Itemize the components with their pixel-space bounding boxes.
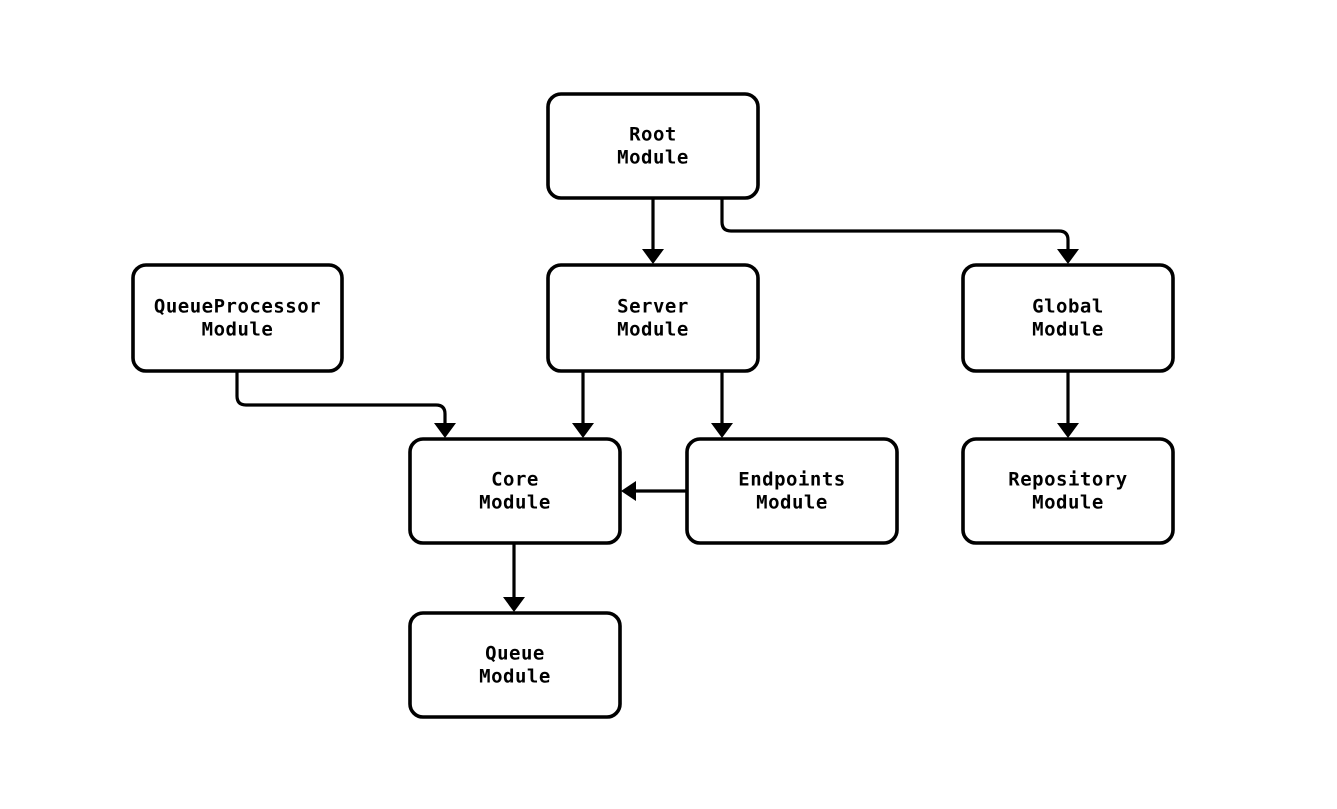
node-box[interactable] — [546, 263, 760, 373]
node-box[interactable] — [961, 263, 1175, 373]
node-label-line2: Module — [756, 492, 828, 514]
node-label-line1: Queue — [485, 643, 545, 665]
node-label-line2: Module — [1032, 319, 1104, 341]
arrowhead-icon — [503, 597, 525, 612]
node-label-line2: Module — [479, 666, 551, 688]
edge-root-to-server — [642, 198, 664, 264]
edge-line — [235, 371, 447, 426]
node-box[interactable] — [685, 437, 899, 545]
nodes-layer: RootModuleQueueProcessorModuleServerModu… — [131, 92, 1175, 719]
node-label-line2: Module — [202, 319, 274, 341]
edge-core-to-queue — [503, 543, 525, 612]
edge-server-to-endpoints — [711, 371, 733, 438]
edge-global-to-repository — [1057, 371, 1079, 438]
arrowhead-icon — [1057, 249, 1079, 264]
edges-layer — [235, 198, 1079, 612]
node-label-line1: Server — [617, 296, 689, 318]
node-label-line1: Root — [629, 124, 677, 146]
arrowhead-icon — [642, 249, 664, 264]
edge-line — [720, 198, 1070, 252]
arrowhead-icon — [621, 481, 636, 501]
arrowhead-icon — [434, 423, 456, 438]
edge-endpoints-to-core — [621, 481, 687, 501]
node-label-line1: Repository — [1008, 469, 1127, 491]
edge-queueprocessor-to-core — [235, 371, 456, 438]
arrowhead-icon — [711, 423, 733, 438]
node-box[interactable] — [131, 263, 344, 373]
node-label-line1: Endpoints — [738, 469, 845, 491]
node-label-line2: Module — [617, 147, 689, 169]
node-label-line1: QueueProcessor — [154, 296, 321, 318]
node-label-line1: Global — [1032, 296, 1104, 318]
node-label-line2: Module — [617, 319, 689, 341]
node-label-line1: Core — [491, 469, 539, 491]
arrowhead-icon — [572, 423, 594, 438]
node-box[interactable] — [961, 437, 1175, 545]
node-label-line2: Module — [1032, 492, 1104, 514]
arrowhead-icon — [1057, 423, 1079, 438]
edge-root-to-global — [720, 198, 1079, 264]
edge-server-to-core — [572, 371, 594, 438]
node-box[interactable] — [408, 437, 622, 545]
node-box[interactable] — [408, 611, 622, 719]
node-label-line2: Module — [479, 492, 551, 514]
node-box[interactable] — [546, 92, 760, 200]
